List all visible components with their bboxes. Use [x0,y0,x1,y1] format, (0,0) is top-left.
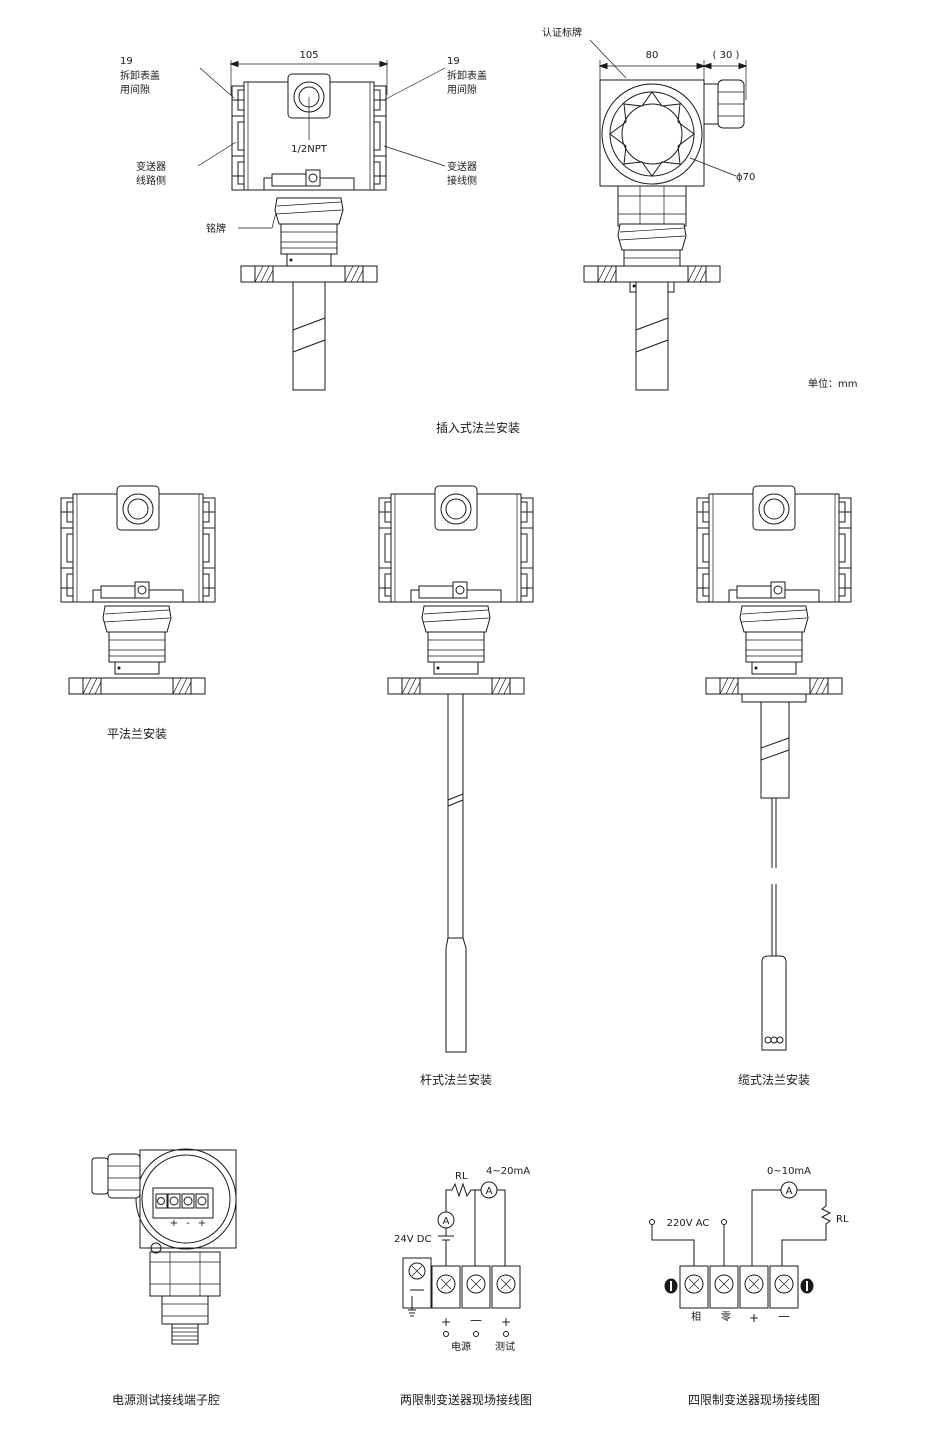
two-wire-power-label: 电源 [451,1340,471,1353]
cert-plate-label: 认证标牌 [542,26,582,39]
remove-cover-right-2: 用间隙 [447,83,477,96]
two-wire-supply: 24V DC [394,1234,431,1245]
two-wire-current: 4~20mA [486,1166,530,1177]
four-wire-minus: — [778,1309,790,1323]
dim-30: ( 30 ) [713,50,740,61]
remove-cover-left-2: 用间隙 [120,83,150,96]
caption-flat-flange: 平法兰安装 [107,726,167,741]
unit-label: 单位：mm [808,377,857,390]
four-wire-diagram: 0~10mA A RL 220V AC 相 零 + — 四限制变送器现场接线图 [649,1166,849,1407]
circuit-side-1: 变送器 [136,160,166,173]
terminal-chamber-view: + - + 电源测试接线端子腔 [91,1148,237,1407]
caption-insert-flange: 插入式法兰安装 [436,420,520,435]
dim-phi70: ϕ70 [736,172,755,183]
four-wire-rl: RL [836,1214,849,1225]
terminal-sign-2: - [186,1218,190,1229]
conduit-label: 1/2NPT [291,144,328,155]
two-wire-test-label: 测试 [495,1340,515,1353]
four-wire-zero: 零 [721,1311,731,1323]
two-wire-minus: — [470,1313,482,1327]
gap-19-right: 19 [447,56,460,67]
four-wire-plus: + [749,1311,759,1325]
dim-80: 80 [646,50,659,61]
gap-19-left: 19 [120,56,133,67]
dim-105: 105 [299,50,318,61]
ammeter-a-two-wire-top: A [486,1186,493,1197]
wiring-side-2: 接线侧 [447,174,477,187]
caption-two-wire: 两限制变送器现场接线图 [400,1392,532,1407]
front-view-insert: 105 1/2NPT 19 拆卸表盖 用间隙 变送器 线路侧 铭牌 19 拆卸表… [120,50,487,391]
remove-cover-right-1: 拆卸表盖 [447,69,487,82]
two-wire-diagram: RL 4~20mA A A 24V DC + — + 电源 测试 两限制变送器现… [394,1166,532,1407]
four-wire-supply: 220V AC [667,1218,710,1229]
cable-flange-view: 缆式法兰安装 [696,485,852,1087]
flat-flange-view: 平法兰安装 [60,485,216,741]
side-view-insert: 认证标牌 80 ( 30 ) ϕ70 [542,26,755,391]
caption-four-wire: 四限制变送器现场接线图 [688,1392,820,1407]
nameplate-label: 铭牌 [206,222,226,235]
four-wire-current: 0~10mA [767,1166,811,1177]
caption-rod-flange: 杆式法兰安装 [420,1072,492,1087]
ammeter-a-four-wire: A [786,1186,793,1197]
circuit-side-2: 线路侧 [136,174,166,187]
rod-flange-view: 杆式法兰安装 [378,485,534,1087]
caption-terminal-chamber: 电源测试接线端子腔 [112,1392,220,1407]
caption-cable-flange: 缆式法兰安装 [738,1072,810,1087]
ammeter-a-two-wire-supply: A [443,1216,450,1227]
four-wire-phase: 相 [691,1310,701,1323]
two-wire-plus-test: + [501,1315,511,1329]
wiring-side-1: 变送器 [447,160,477,173]
terminal-sign-3: + [198,1218,206,1229]
terminal-sign-1: + [170,1218,178,1229]
remove-cover-left-1: 拆卸表盖 [120,69,160,82]
two-wire-plus: + [441,1315,451,1329]
two-wire-rl: RL [455,1171,468,1182]
